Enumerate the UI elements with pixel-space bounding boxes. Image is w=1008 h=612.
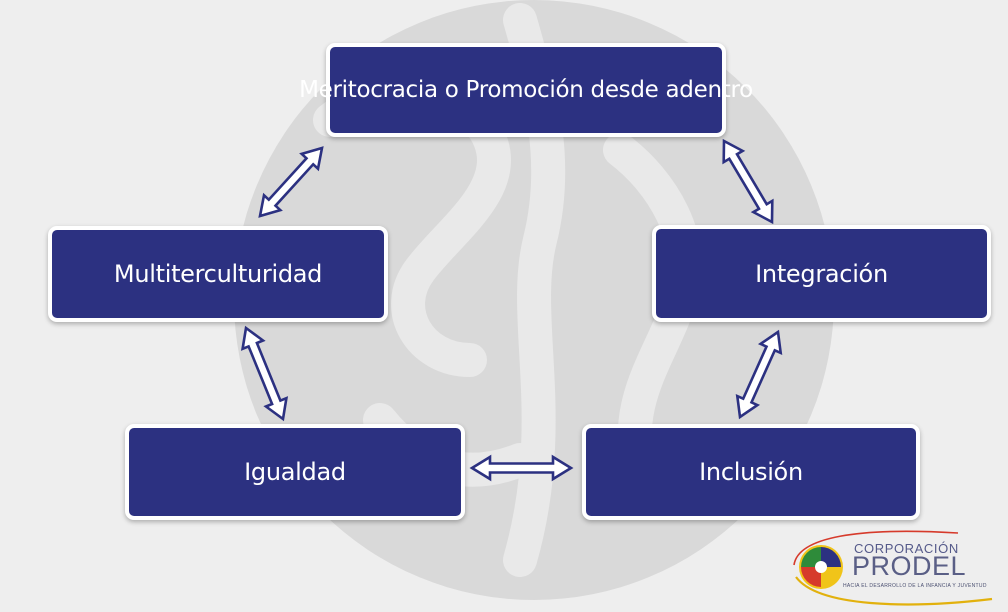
logo-piece-red-icon <box>801 567 821 587</box>
node-multiterculturidad-label: Multiterculturidad <box>113 260 323 288</box>
arrow-meritocracia-multiterculturidad <box>258 146 324 218</box>
arrow-multiterculturidad-igualdad <box>240 325 289 422</box>
logo-tagline: HACIA EL DESARROLLO DE LA INFANCIA Y JUV… <box>843 583 987 589</box>
logo-text-prodel: PRODEL <box>852 551 967 581</box>
node-meritocracia: Meritocracia o Promoción desde adentro <box>299 43 753 137</box>
node-inclusion-label: Inclusión <box>699 458 803 486</box>
logo-piece-green-icon <box>801 547 821 567</box>
arrow-integracion-inclusion <box>735 329 783 420</box>
arrow-igualdad-inclusion <box>469 454 574 482</box>
node-inclusion: Inclusión <box>582 424 920 520</box>
logo-piece-blue-icon <box>821 547 841 567</box>
prodel-logo: CORPORACIÓN PRODEL HACIA EL DESARROLLO D… <box>788 525 1000 607</box>
node-igualdad-label: Igualdad <box>244 458 346 486</box>
arrow-meritocracia-integracion <box>722 138 774 225</box>
prodel-logo-mark <box>793 530 993 606</box>
node-multiterculturidad: Multiterculturidad <box>48 226 388 322</box>
node-integracion-label: Integración <box>755 259 888 288</box>
logo-text-corporacion: CORPORACIÓN <box>854 541 959 556</box>
node-meritocracia-label: Meritocracia o Promoción desde adentro <box>299 77 753 103</box>
node-integracion: Integración <box>652 225 991 322</box>
node-igualdad: Igualdad <box>125 424 465 520</box>
